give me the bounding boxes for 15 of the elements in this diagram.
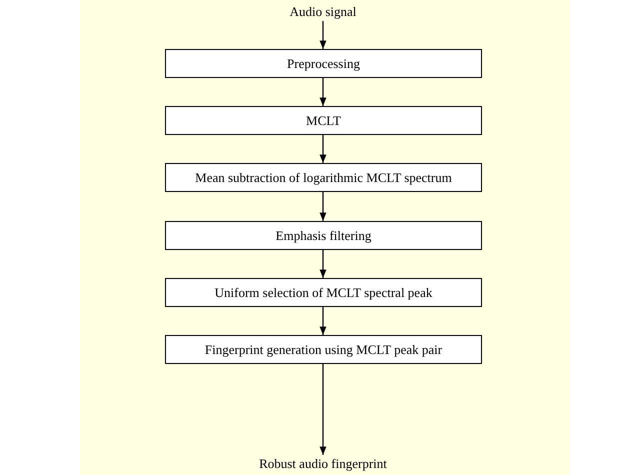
arrow xyxy=(320,307,326,335)
arrow xyxy=(320,135,326,163)
process-box: Preprocessing xyxy=(165,49,482,78)
arrow xyxy=(320,364,326,455)
flow-label: Audio signal xyxy=(223,3,423,21)
process-box: Emphasis filtering xyxy=(165,221,482,250)
process-box: Uniform selection of MCLT spectral peak xyxy=(165,278,482,307)
flow-label: Robust audio fingerprint xyxy=(223,455,423,473)
arrow xyxy=(320,192,326,221)
arrow xyxy=(320,250,326,278)
process-box: MCLT xyxy=(165,106,482,135)
arrow xyxy=(320,78,326,106)
process-box: Fingerprint generation using MCLT peak pair xyxy=(165,335,482,364)
process-box: Mean subtraction of logarithmic MCLT spectrum xyxy=(165,163,482,192)
arrow xyxy=(320,21,326,49)
